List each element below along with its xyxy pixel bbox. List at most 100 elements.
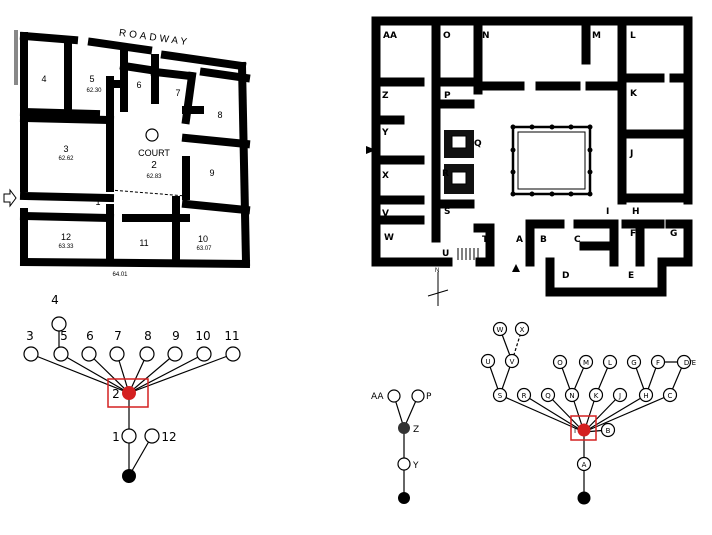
svg-text:6: 6: [86, 329, 94, 343]
svg-text:A: A: [582, 461, 587, 469]
svg-text:AA: AA: [371, 392, 384, 402]
svg-text:N: N: [482, 31, 490, 41]
svg-text:R: R: [522, 392, 527, 400]
graph-node-highlighted: [122, 386, 136, 400]
right-access-graph: W X U V O M L G F D/E S R Q N K J H C I …: [480, 321, 696, 505]
north-label: N: [435, 268, 439, 274]
room-label: 11: [139, 238, 148, 248]
svg-text:K: K: [630, 89, 638, 99]
well-icon: [145, 128, 159, 142]
colonnade-columns: [510, 124, 593, 197]
left-graph-labels: 4 3 5 6 7 8 9 10 11 2 1 12: [26, 293, 239, 444]
north-arrow-icon: [427, 272, 449, 306]
graph-node: [121, 428, 137, 444]
svg-text:L: L: [630, 31, 636, 41]
svg-text:S: S: [444, 207, 450, 217]
svg-text:V: V: [382, 209, 389, 219]
graph-node: [225, 346, 241, 362]
middle-graph-labels: AA P Z Y: [371, 392, 432, 471]
graph-node: [51, 316, 67, 332]
room-label: 4: [41, 74, 46, 84]
svg-text:V: V: [510, 358, 515, 366]
svg-text:C: C: [668, 392, 673, 400]
svg-text:G: G: [670, 229, 677, 239]
highlight-box: [570, 415, 597, 441]
svg-text:S: S: [498, 392, 503, 400]
graph-node: [53, 346, 69, 362]
svg-text:H: H: [643, 392, 648, 400]
highlight-box: [107, 378, 149, 408]
room-label: 9: [209, 168, 214, 178]
svg-text:T: T: [482, 235, 489, 245]
svg-text:B: B: [606, 427, 611, 435]
entrance-arrow-icon: [366, 146, 376, 154]
svg-text:R: R: [442, 169, 449, 179]
svg-text:Y: Y: [412, 461, 419, 471]
graph-node-dark: [398, 422, 410, 434]
graph-node: [23, 346, 39, 362]
svg-text:G: G: [631, 359, 636, 367]
carrier-node: [398, 492, 410, 504]
carrier-node: [122, 469, 136, 483]
svg-text:E: E: [628, 271, 634, 281]
room-label: 10: [198, 234, 208, 244]
graph-node-highlighted: [577, 423, 591, 437]
svg-text:H: H: [632, 207, 640, 217]
middle-access-graph: AA P Z Y: [371, 389, 432, 504]
right-graph-nodes: [480, 321, 692, 472]
court-level: 62.83: [146, 174, 162, 180]
graph-node: [387, 389, 401, 403]
svg-text:11: 11: [224, 329, 239, 343]
svg-text:7: 7: [114, 329, 122, 343]
impluvium: [511, 125, 592, 196]
svg-text:L: L: [608, 359, 612, 367]
svg-text:F: F: [656, 359, 660, 367]
stairs: [457, 248, 479, 260]
svg-text:U: U: [442, 249, 449, 259]
graph-node: [397, 457, 411, 471]
court-number: 2: [151, 160, 157, 171]
svg-text:B: B: [540, 235, 547, 245]
svg-text:1: 1: [112, 430, 120, 444]
left-plan-walls: [19, 31, 251, 269]
graph-node: [167, 346, 183, 362]
svg-text:F: F: [630, 229, 636, 239]
hatched-edge: [14, 30, 18, 85]
left-access-graph: 4 3 5 6 7 8 9 10 11 2 1 12: [23, 293, 241, 483]
right-plan-walls: [371, 16, 693, 297]
svg-text:U: U: [485, 358, 490, 366]
svg-text:10: 10: [195, 329, 210, 343]
svg-text:D: D: [562, 271, 569, 281]
room-label: 5: [89, 74, 94, 84]
graph-node: [196, 346, 212, 362]
svg-text:J: J: [629, 149, 633, 159]
svg-text:Z: Z: [382, 91, 389, 101]
svg-text:M: M: [583, 359, 589, 367]
carrier-node: [577, 491, 591, 505]
svg-text:J: J: [618, 392, 621, 400]
graph-node: [139, 346, 155, 362]
svg-text:D/E: D/E: [684, 359, 696, 367]
svg-text:O: O: [557, 359, 563, 367]
right-graph-labels: W X U V O M L G F D/E S R Q N K J H C I …: [485, 326, 696, 469]
room-level: 63.07: [196, 246, 212, 252]
svg-text:8: 8: [144, 329, 152, 343]
court-label: COURT: [138, 148, 170, 158]
room-label: 8: [217, 110, 222, 120]
impluvium-inner: [517, 131, 586, 190]
entrance-arrow-icon: [3, 188, 17, 208]
room-label: 12: [61, 232, 71, 242]
svg-text:4: 4: [51, 293, 59, 307]
svg-text:5: 5: [60, 329, 68, 343]
svg-text:Q: Q: [545, 392, 551, 400]
svg-text:X: X: [520, 326, 525, 334]
room-level: 63.33: [58, 244, 74, 250]
svg-text:M: M: [592, 31, 601, 41]
svg-text:I: I: [606, 207, 609, 217]
svg-text:K: K: [594, 392, 599, 400]
svg-text:A: A: [516, 235, 523, 245]
graph-node: [81, 346, 97, 362]
room-label: 6: [136, 80, 141, 90]
svg-text:AA: AA: [383, 31, 397, 41]
